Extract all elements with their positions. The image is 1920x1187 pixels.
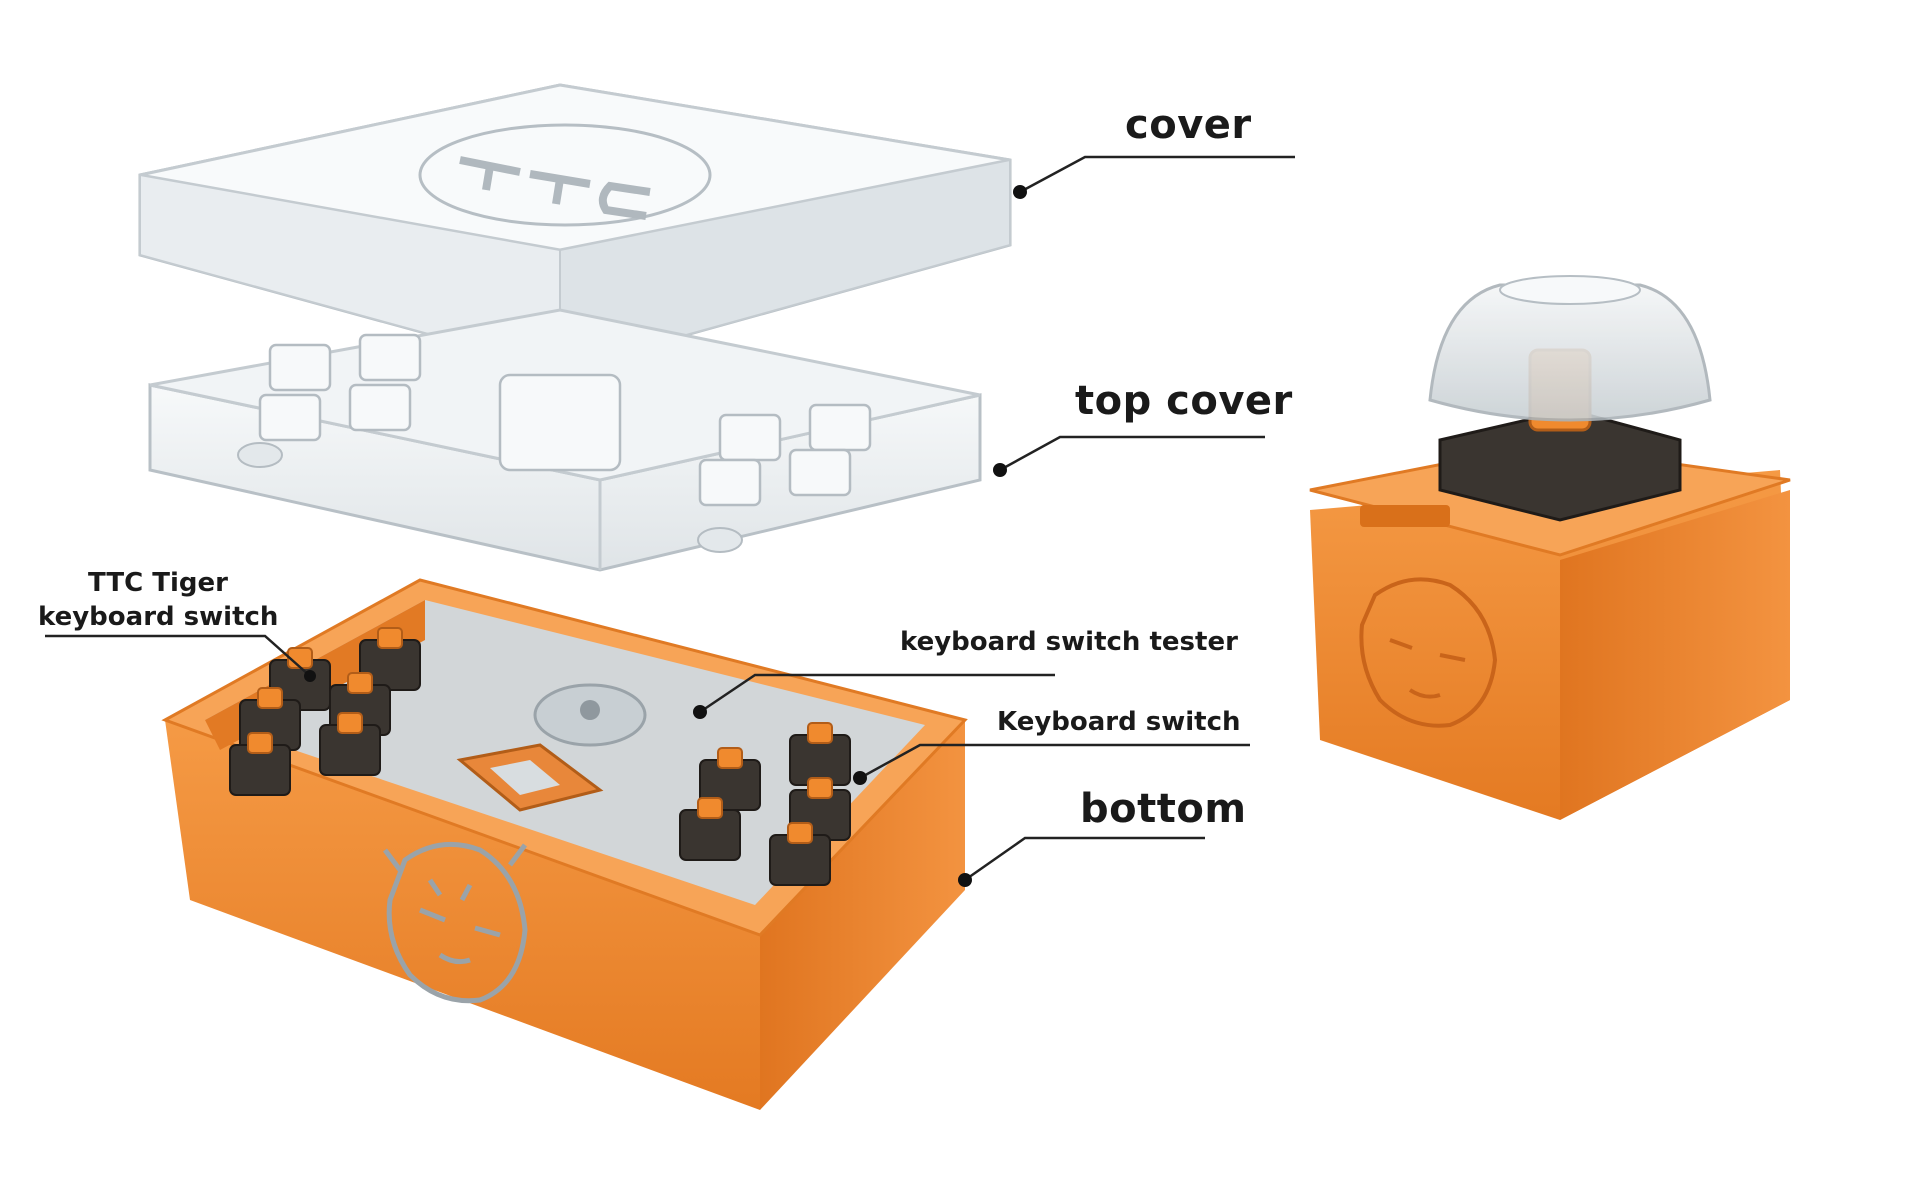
leader-dots	[304, 185, 1027, 887]
ttc-logo-icon	[459, 156, 651, 220]
keyboard-switches-right	[679, 722, 851, 886]
cover-lid	[138, 83, 1012, 372]
label-switch-tester: keyboard switch tester	[900, 627, 1238, 657]
tiger-emblem-icon	[383, 841, 528, 1004]
label-top-cover: top cover	[1075, 378, 1293, 424]
label-bottom: bottom	[1080, 786, 1247, 832]
label-ttc-tiger-switch-line1: TTC Tiger	[88, 568, 228, 598]
keyboard-switches-left	[229, 627, 421, 796]
top-cover-insert	[148, 308, 982, 572]
label-cover: cover	[1125, 102, 1252, 148]
cube-tiger-emblem-icon	[1359, 577, 1498, 728]
leader-lines	[45, 155, 1295, 882]
label-ttc-tiger-switch-line2: keyboard switch	[38, 602, 279, 632]
label-keyboard-switch: Keyboard switch	[997, 707, 1241, 737]
switch-tester-cube	[1309, 275, 1791, 820]
label-ttc-tiger-switch: TTC Tiger keyboard switch	[38, 566, 278, 634]
